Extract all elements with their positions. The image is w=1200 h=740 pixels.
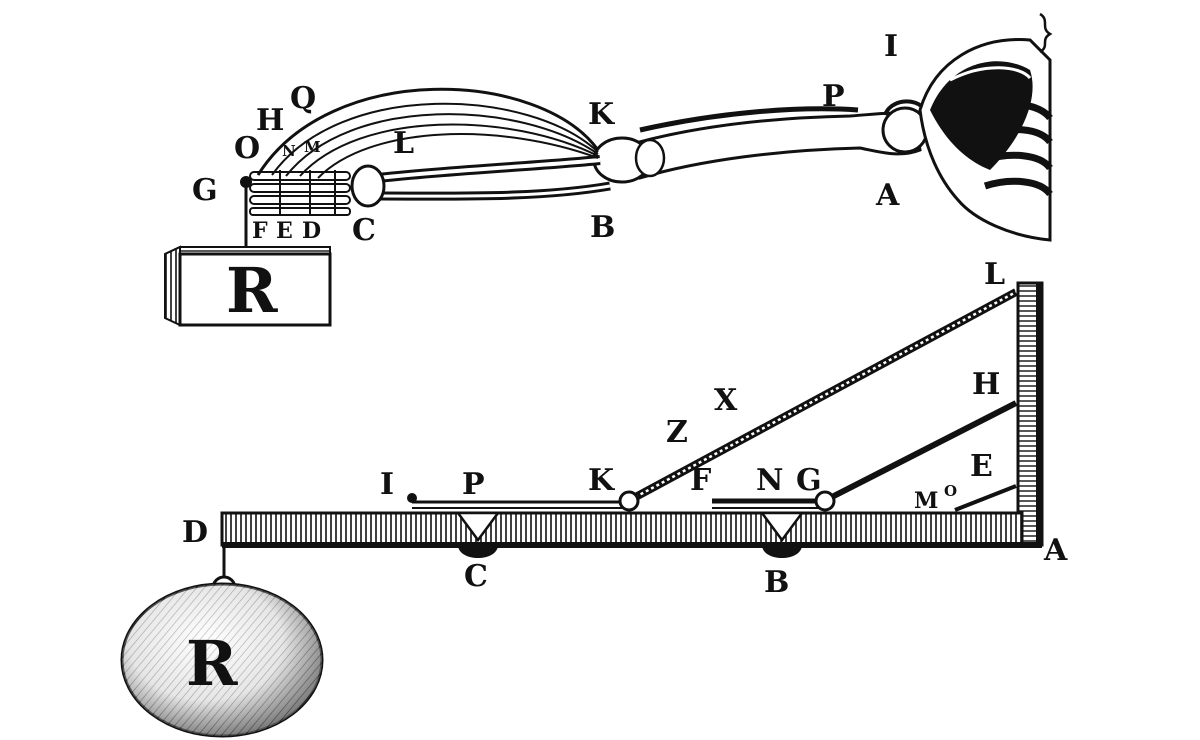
arm-label-e: E — [276, 218, 293, 244]
arm-label-b: B — [590, 210, 615, 245]
lever-label-n: N — [756, 463, 783, 498]
lever-figure: R L X Z H E I P K F N G M O D C B A — [120, 257, 1068, 738]
lever-beam — [220, 511, 1024, 547]
lever-label-b: B — [764, 565, 789, 600]
arm-weight-label: R — [226, 254, 278, 327]
lever-label-o: O — [944, 482, 957, 500]
lever-label-d: D — [182, 515, 208, 550]
arm-label-c: C — [352, 213, 376, 248]
hand-bones — [240, 170, 351, 216]
arm-label-k: K — [588, 97, 615, 132]
arm-label-i: I — [884, 29, 898, 64]
ribs — [983, 101, 1053, 197]
cord-f-g — [712, 498, 818, 509]
arm-label-o: O — [234, 131, 260, 166]
lever-label-x: X — [714, 383, 738, 418]
string-g-h — [824, 400, 1018, 503]
lever-label-a: A — [1043, 533, 1068, 568]
arm-weight-block — [164, 245, 332, 327]
arm-label-q: Q — [290, 81, 316, 116]
arm-figure: R Q H O N M L G F E D C K B I P A — [164, 12, 1053, 327]
lever-label-h: H — [972, 367, 1000, 402]
arm-label-h: H — [256, 103, 284, 138]
lever-weight-label: R — [186, 627, 238, 700]
lever-label-p: P — [462, 467, 485, 502]
arm-label-l: L — [393, 126, 414, 161]
arm-label-f: F — [252, 218, 268, 244]
lever-label-f: F — [690, 463, 711, 498]
ring-k — [618, 490, 640, 512]
fulcrum-b — [759, 511, 805, 558]
string-k-l — [628, 288, 1018, 504]
cord-i-k — [407, 493, 622, 509]
ring-g — [814, 490, 836, 512]
arm-label-m: M — [304, 138, 321, 156]
lever-label-l: L — [984, 257, 1005, 292]
arm-label-n: N — [282, 142, 296, 160]
lever-label-g: G — [796, 463, 822, 498]
fulcrum-c — [455, 511, 501, 558]
lever-label-e: E — [970, 449, 993, 484]
flexor-tendons — [256, 87, 600, 179]
lever-label-z: Z — [666, 415, 688, 450]
arm-label-d: D — [302, 218, 321, 244]
arm-label-p: P — [822, 79, 845, 114]
shoulder-blade — [930, 61, 1033, 170]
arm-label-a: A — [875, 178, 900, 213]
arm-label-g: G — [192, 173, 218, 208]
wrist-joint — [350, 164, 386, 208]
lever-label-k: K — [588, 463, 615, 498]
lever-label-m: M — [914, 488, 938, 514]
lever-label-i: I — [380, 467, 394, 502]
string-o-e — [954, 484, 1017, 512]
lever-label-c: C — [464, 559, 488, 594]
